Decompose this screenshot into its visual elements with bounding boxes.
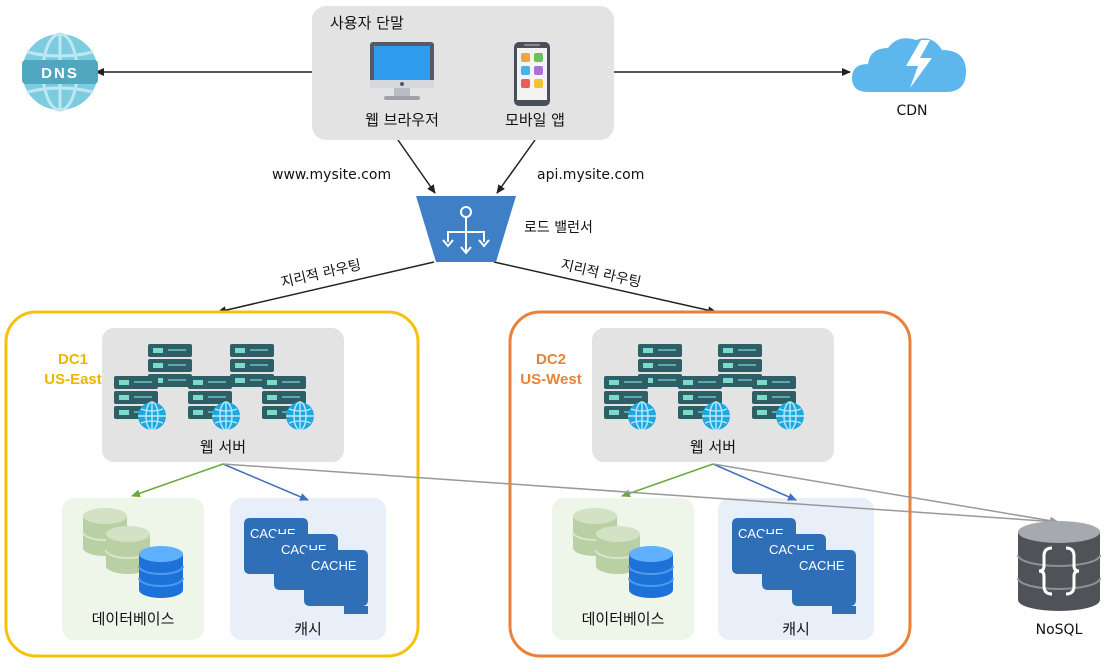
cdn-cloud-icon bbox=[852, 38, 966, 92]
user-devices-title: 사용자 단말 bbox=[330, 14, 404, 32]
web-browser-label: 웹 브라우저 bbox=[365, 111, 439, 129]
arrow-mobile-to-lb bbox=[496, 139, 536, 194]
dc1-region: US-East bbox=[44, 371, 102, 388]
nosql-label: NoSQL bbox=[1036, 622, 1083, 638]
dc1-group: DC1 US-East 웹 서버 데이터베이스 CACHE CACHE CACH… bbox=[4, 310, 420, 658]
dc1-name: DC1 bbox=[58, 351, 88, 368]
dc2-group: DC2 US-West 웹 서버 데이터베이스 CACHE CACHE CACH… bbox=[508, 310, 912, 658]
dc1-cache-icon: CACHE CACHE CACHE bbox=[244, 518, 368, 614]
arrow-dc2-web-to-nosql bbox=[712, 463, 1059, 525]
dc1-web-server-label: 웹 서버 bbox=[200, 438, 246, 456]
smartphone-icon bbox=[514, 42, 550, 106]
user-devices-group: 사용자 단말 웹 브라우저 모바일 앱 bbox=[312, 6, 614, 140]
dns-label: DNS bbox=[41, 65, 79, 82]
mobile-app-label: 모바일 앱 bbox=[505, 111, 565, 129]
dc2-region: US-West bbox=[520, 371, 581, 388]
dc2-cache-label: 캐시 bbox=[782, 620, 810, 638]
arrow-dc1-web-to-nosql bbox=[222, 463, 1059, 526]
arrow-lb-to-dc2 bbox=[493, 261, 717, 315]
arrow-dc1-web-to-db bbox=[131, 463, 224, 498]
web-domain-label: www.mysite.com bbox=[272, 167, 391, 183]
arrow-dc1-web-to-cache bbox=[222, 463, 309, 501]
dns-globe-icon: DNS bbox=[22, 32, 98, 112]
api-domain-label: api.mysite.com bbox=[537, 167, 644, 183]
cdn-label: CDN bbox=[896, 103, 927, 119]
dc2-name: DC2 bbox=[536, 351, 566, 368]
monitor-icon bbox=[370, 42, 434, 100]
dc1-database-label: 데이터베이스 bbox=[92, 610, 175, 628]
dc2-cache-text-3: CACHE bbox=[799, 558, 845, 573]
dc2-web-server-label: 웹 서버 bbox=[690, 438, 736, 456]
dc2-database-label: 데이터베이스 bbox=[582, 610, 665, 628]
dc2-cache-icon: CACHE CACHE CACHE bbox=[732, 518, 856, 614]
dc1-cache-text-3: CACHE bbox=[311, 558, 357, 573]
dc1-cache-label: 캐시 bbox=[294, 620, 322, 638]
arrow-web-to-lb bbox=[397, 139, 436, 194]
load-balancer-label: 로드 밸런서 bbox=[524, 220, 593, 236]
arrow-lb-to-dc1 bbox=[217, 261, 435, 315]
arrow-dc2-web-to-cache bbox=[712, 463, 797, 501]
load-balancer-icon bbox=[416, 196, 516, 262]
nosql-database-icon bbox=[1017, 521, 1101, 611]
user-devices-panel bbox=[312, 6, 614, 140]
geo-routing-left-label: 지리적 라우팅 bbox=[279, 257, 362, 291]
arrow-dc2-web-to-db bbox=[621, 463, 714, 498]
